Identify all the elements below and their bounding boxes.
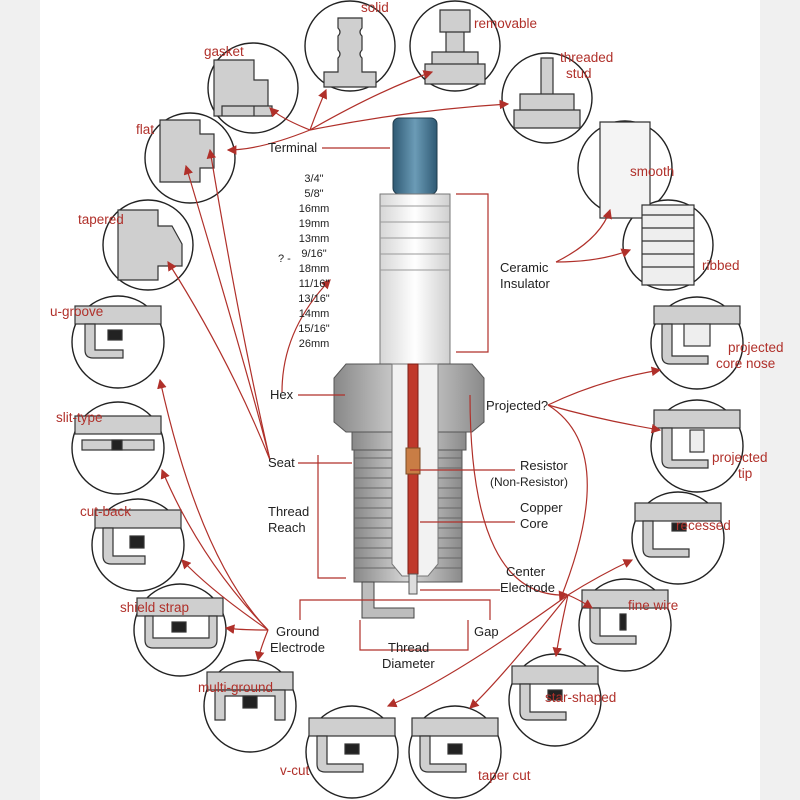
- thread-diameter-label-2: Diameter: [382, 656, 435, 671]
- star-shaped-label: star-shaped: [545, 690, 616, 705]
- thread-diameter-label-1: Thread: [388, 640, 429, 655]
- thread-size: 14mm: [299, 308, 330, 320]
- thread-reach-label-1: Thread: [268, 504, 309, 519]
- part-labels: Terminal Ceramic Insulator Hex Seat Thre…: [268, 140, 568, 671]
- question-mark-label: ? -: [278, 253, 291, 265]
- thread-size: 9/16": [301, 248, 326, 260]
- center-electrode-tip: [408, 573, 418, 595]
- v-cut-label: v-cut: [280, 763, 310, 778]
- terminal-cap: [392, 117, 438, 195]
- multi-ground-label: multi-ground: [198, 680, 273, 695]
- spark-plug-illustration: [333, 117, 485, 619]
- non-resistor-label: (Non-Resistor): [490, 475, 568, 489]
- electrode-label: Electrode: [500, 580, 555, 595]
- insulator-label: Insulator: [500, 276, 551, 291]
- thread-size: 18mm: [299, 263, 330, 275]
- projected-label: Projected?: [486, 398, 548, 413]
- ground-electrode-strap: [361, 581, 415, 619]
- leader-lines: [157, 70, 662, 709]
- insulator-ribs: [380, 205, 450, 271]
- resistor-label: Resistor: [520, 458, 568, 473]
- thread-size: 19mm: [299, 218, 330, 230]
- thread-reach-label-2: Reach: [268, 520, 306, 535]
- projected-tip-label-1: projected: [712, 450, 768, 465]
- recessed-label: recessed: [676, 518, 731, 533]
- ground-label: Ground: [276, 624, 319, 639]
- fine-wire-label: fine wire: [628, 598, 678, 613]
- thread-size: 26mm: [299, 338, 330, 350]
- ground-electrode-label: Electrode: [270, 640, 325, 655]
- seat-label: Seat: [268, 455, 295, 470]
- ribbed-label: ribbed: [702, 258, 740, 273]
- thread-size: 15/16": [298, 323, 330, 335]
- thread-size: 16mm: [299, 203, 330, 215]
- thread-size: 3/4": [304, 173, 323, 185]
- thread-size: 13mm: [299, 233, 330, 245]
- slit-type-label: slit-type: [56, 410, 103, 425]
- thread-size: 11/16": [299, 278, 330, 290]
- tapered-label: tapered: [78, 212, 124, 227]
- thread-size-list: 3/4" 5/8" 16mm 19mm 13mm 9/16" 18mm 11/1…: [298, 173, 330, 350]
- flat-label: flat: [136, 122, 154, 137]
- smooth-label: smooth: [630, 164, 674, 179]
- shield-strap-label: shield strap: [120, 600, 189, 615]
- copper-label: Copper: [520, 500, 563, 515]
- removable-label: removable: [474, 16, 537, 31]
- hex-label: Hex: [270, 387, 294, 402]
- gasket-label: gasket: [204, 44, 244, 59]
- core-nose-label: core nose: [716, 356, 775, 371]
- cut-back-label: cut-back: [80, 504, 131, 519]
- center-label: Center: [506, 564, 546, 579]
- resistor-block: [405, 447, 421, 475]
- projected-label-1: projected: [728, 340, 784, 355]
- thread-size: 5/8": [304, 188, 323, 200]
- gap-label: Gap: [474, 624, 499, 639]
- terminal-label: Terminal: [268, 140, 317, 155]
- detail-illustrations: [74, 9, 741, 773]
- ceramic-label: Ceramic: [500, 260, 549, 275]
- u-groove-label: u-groove: [50, 304, 103, 319]
- core-label: Core: [520, 516, 548, 531]
- thread-size: 13/16": [298, 293, 330, 305]
- projected-tip-label-2: tip: [738, 466, 752, 481]
- threaded-label: threaded: [560, 50, 613, 65]
- stud-label: stud: [566, 66, 592, 81]
- solid-label: solid: [361, 0, 389, 15]
- taper-cut-label: taper cut: [478, 768, 531, 783]
- ceramic-insulator: [379, 193, 451, 365]
- variant-labels: solid removable threaded stud smooth rib…: [50, 0, 784, 783]
